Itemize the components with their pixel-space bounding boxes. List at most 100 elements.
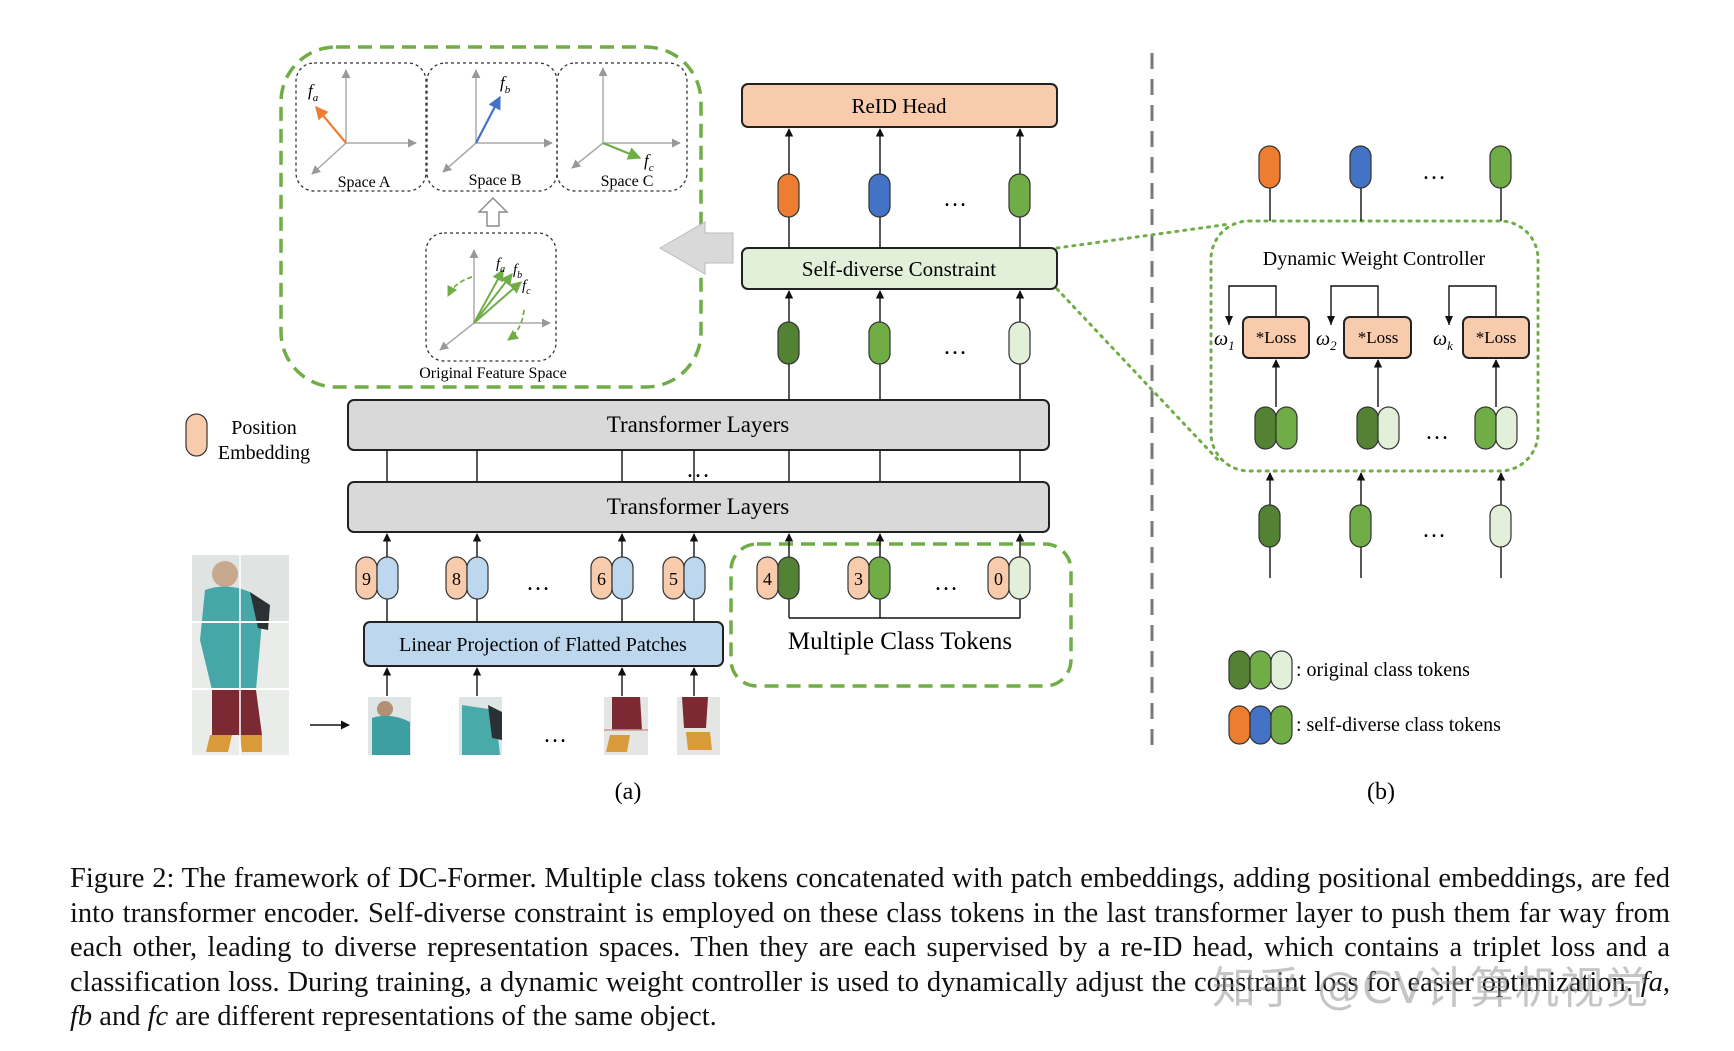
self-diverse-constraint-box [741,247,1058,290]
space-c-box: fc Space C [556,62,688,192]
input-ellipsis: … [1422,517,1446,543]
svg-text:6: 6 [597,569,606,589]
patch-token-8: 8 [445,556,489,600]
class-token-3: 3 [847,556,891,600]
input-token-dark-green [1258,504,1281,548]
person-image [192,555,289,755]
patch-thumbnail-2 [459,697,502,755]
transformer-layers-bottom [347,481,1050,533]
loss-box-k [1462,316,1530,359]
token-pair-2 [1356,406,1400,450]
patch-thumbnail-1 [368,697,411,755]
svg-text:: original class tokens: : original class tokens [1296,659,1470,681]
linear-projection-label: Linear Projection of Flatted Patches [399,634,687,656]
position-embedding-label-2: Embedding [218,442,310,464]
fb-vector [475,95,501,144]
output-ellipsis: … [1422,159,1446,185]
diverse-token-blue [868,173,891,218]
class-token-light-green [1008,321,1031,365]
weight-omega-2: ω2 [1316,328,1337,353]
output-token-green [1489,145,1512,189]
transformer-layers-top-label: Transformer Layers [607,412,790,437]
class-token-0: 0 [987,556,1031,600]
space-b-box: fb Space B [426,62,558,192]
loss-box-2 [1343,316,1412,359]
class-token-dark-green [777,321,800,365]
ellipsis: … [943,334,967,360]
fa-vector [315,105,347,144]
svg-text:*Loss: *Loss [1256,328,1297,347]
patch-token-9: 9 [355,556,399,600]
input-token-light-green [1489,504,1512,548]
token-pair-1 [1254,406,1298,450]
legend-diverse: : self-diverse class tokens [1228,705,1501,745]
fc-label: fc [644,151,654,174]
legend-original: : original class tokens [1228,650,1470,690]
multiple-class-tokens-label: Multiple Class Tokens [788,628,1012,655]
space-a-label: Space A [338,174,391,191]
patch-token-6: 6 [590,556,634,600]
svg-text:3: 3 [854,569,863,589]
svg-text:: self-diverse class tokens: : self-diverse class tokens [1296,714,1501,736]
svg-text:*Loss: *Loss [1358,328,1399,347]
patch-ellipsis: … [526,570,550,596]
pair-ellipsis: … [1425,419,1449,445]
multiple-class-tokens-group [729,542,1073,688]
original-fc-label: fc [522,278,531,297]
caption-fc: fc [147,1001,169,1032]
weight-omega-k: ωk [1433,328,1453,353]
loss-box-1 [1242,316,1310,359]
svg-text:4: 4 [763,569,772,589]
class-token-4: 4 [756,556,800,600]
svg-text:8: 8 [452,569,461,589]
ellipsis: … [943,186,967,212]
original-fb-label: fb [513,262,522,281]
panel-label-b: (b) [1367,779,1395,805]
space-b-label: Space B [469,172,522,189]
position-embedding-icon [185,413,208,457]
svg-text:*Loss: *Loss [1476,328,1517,347]
space-c-label: Space C [601,173,654,190]
fa-label: fa [308,81,319,104]
caption-fb: fb [70,1001,93,1032]
class-ellipsis: … [934,570,958,596]
output-token-blue [1349,145,1372,189]
fc-vector [602,141,642,160]
fb-label: fb [500,73,511,96]
patch-thumbnail-3 [604,697,648,755]
patch-thumbnail-4 [677,697,720,755]
self-diverse-constraint-label: Self-diverse Constraint [802,257,996,281]
linear-projection-box [363,621,724,667]
feature-space-group [279,45,703,389]
position-embedding-label: Position [231,417,297,439]
hollow-up-arrow-icon [477,197,509,227]
weight-omega-1: ω1 [1214,328,1235,353]
input-token-green [1349,504,1372,548]
watermark: 知乎 @CV计算机视觉 [1212,963,1650,1014]
patch-token-5: 5 [662,556,706,600]
class-token-green [868,321,891,365]
transformer-layers-bottom-label: Transformer Layers [607,494,790,519]
output-token-orange [1258,145,1281,189]
reid-head-box [741,83,1058,128]
dynamic-weight-controller-title: Dynamic Weight Controller [1263,248,1486,270]
svg-text:5: 5 [669,569,678,589]
space-a-box: fa Space A [295,62,427,192]
figure-caption: Figure 2: The framework of DC-Former. Mu… [70,863,1670,1032]
caption-fa: fa [1640,966,1663,998]
reid-head-label: ReID Head [851,94,947,118]
original-feature-space-label: Original Feature Space [419,365,567,382]
svg-text:9: 9 [362,569,371,589]
original-fa-label: fa [496,256,505,275]
panel-label-a: (a) [615,779,642,805]
transformer-layers-top [347,399,1050,451]
gray-left-arrow-icon [659,221,734,275]
svg-text:0: 0 [994,569,1003,589]
original-feature-space-box: fa fb fc [425,232,557,362]
thumbnail-ellipsis: … [543,722,567,748]
diverse-token-green [1008,173,1031,218]
diverse-token-column [784,128,1025,248]
diverse-token-orange [777,173,800,218]
token-pair-k [1474,406,1518,450]
